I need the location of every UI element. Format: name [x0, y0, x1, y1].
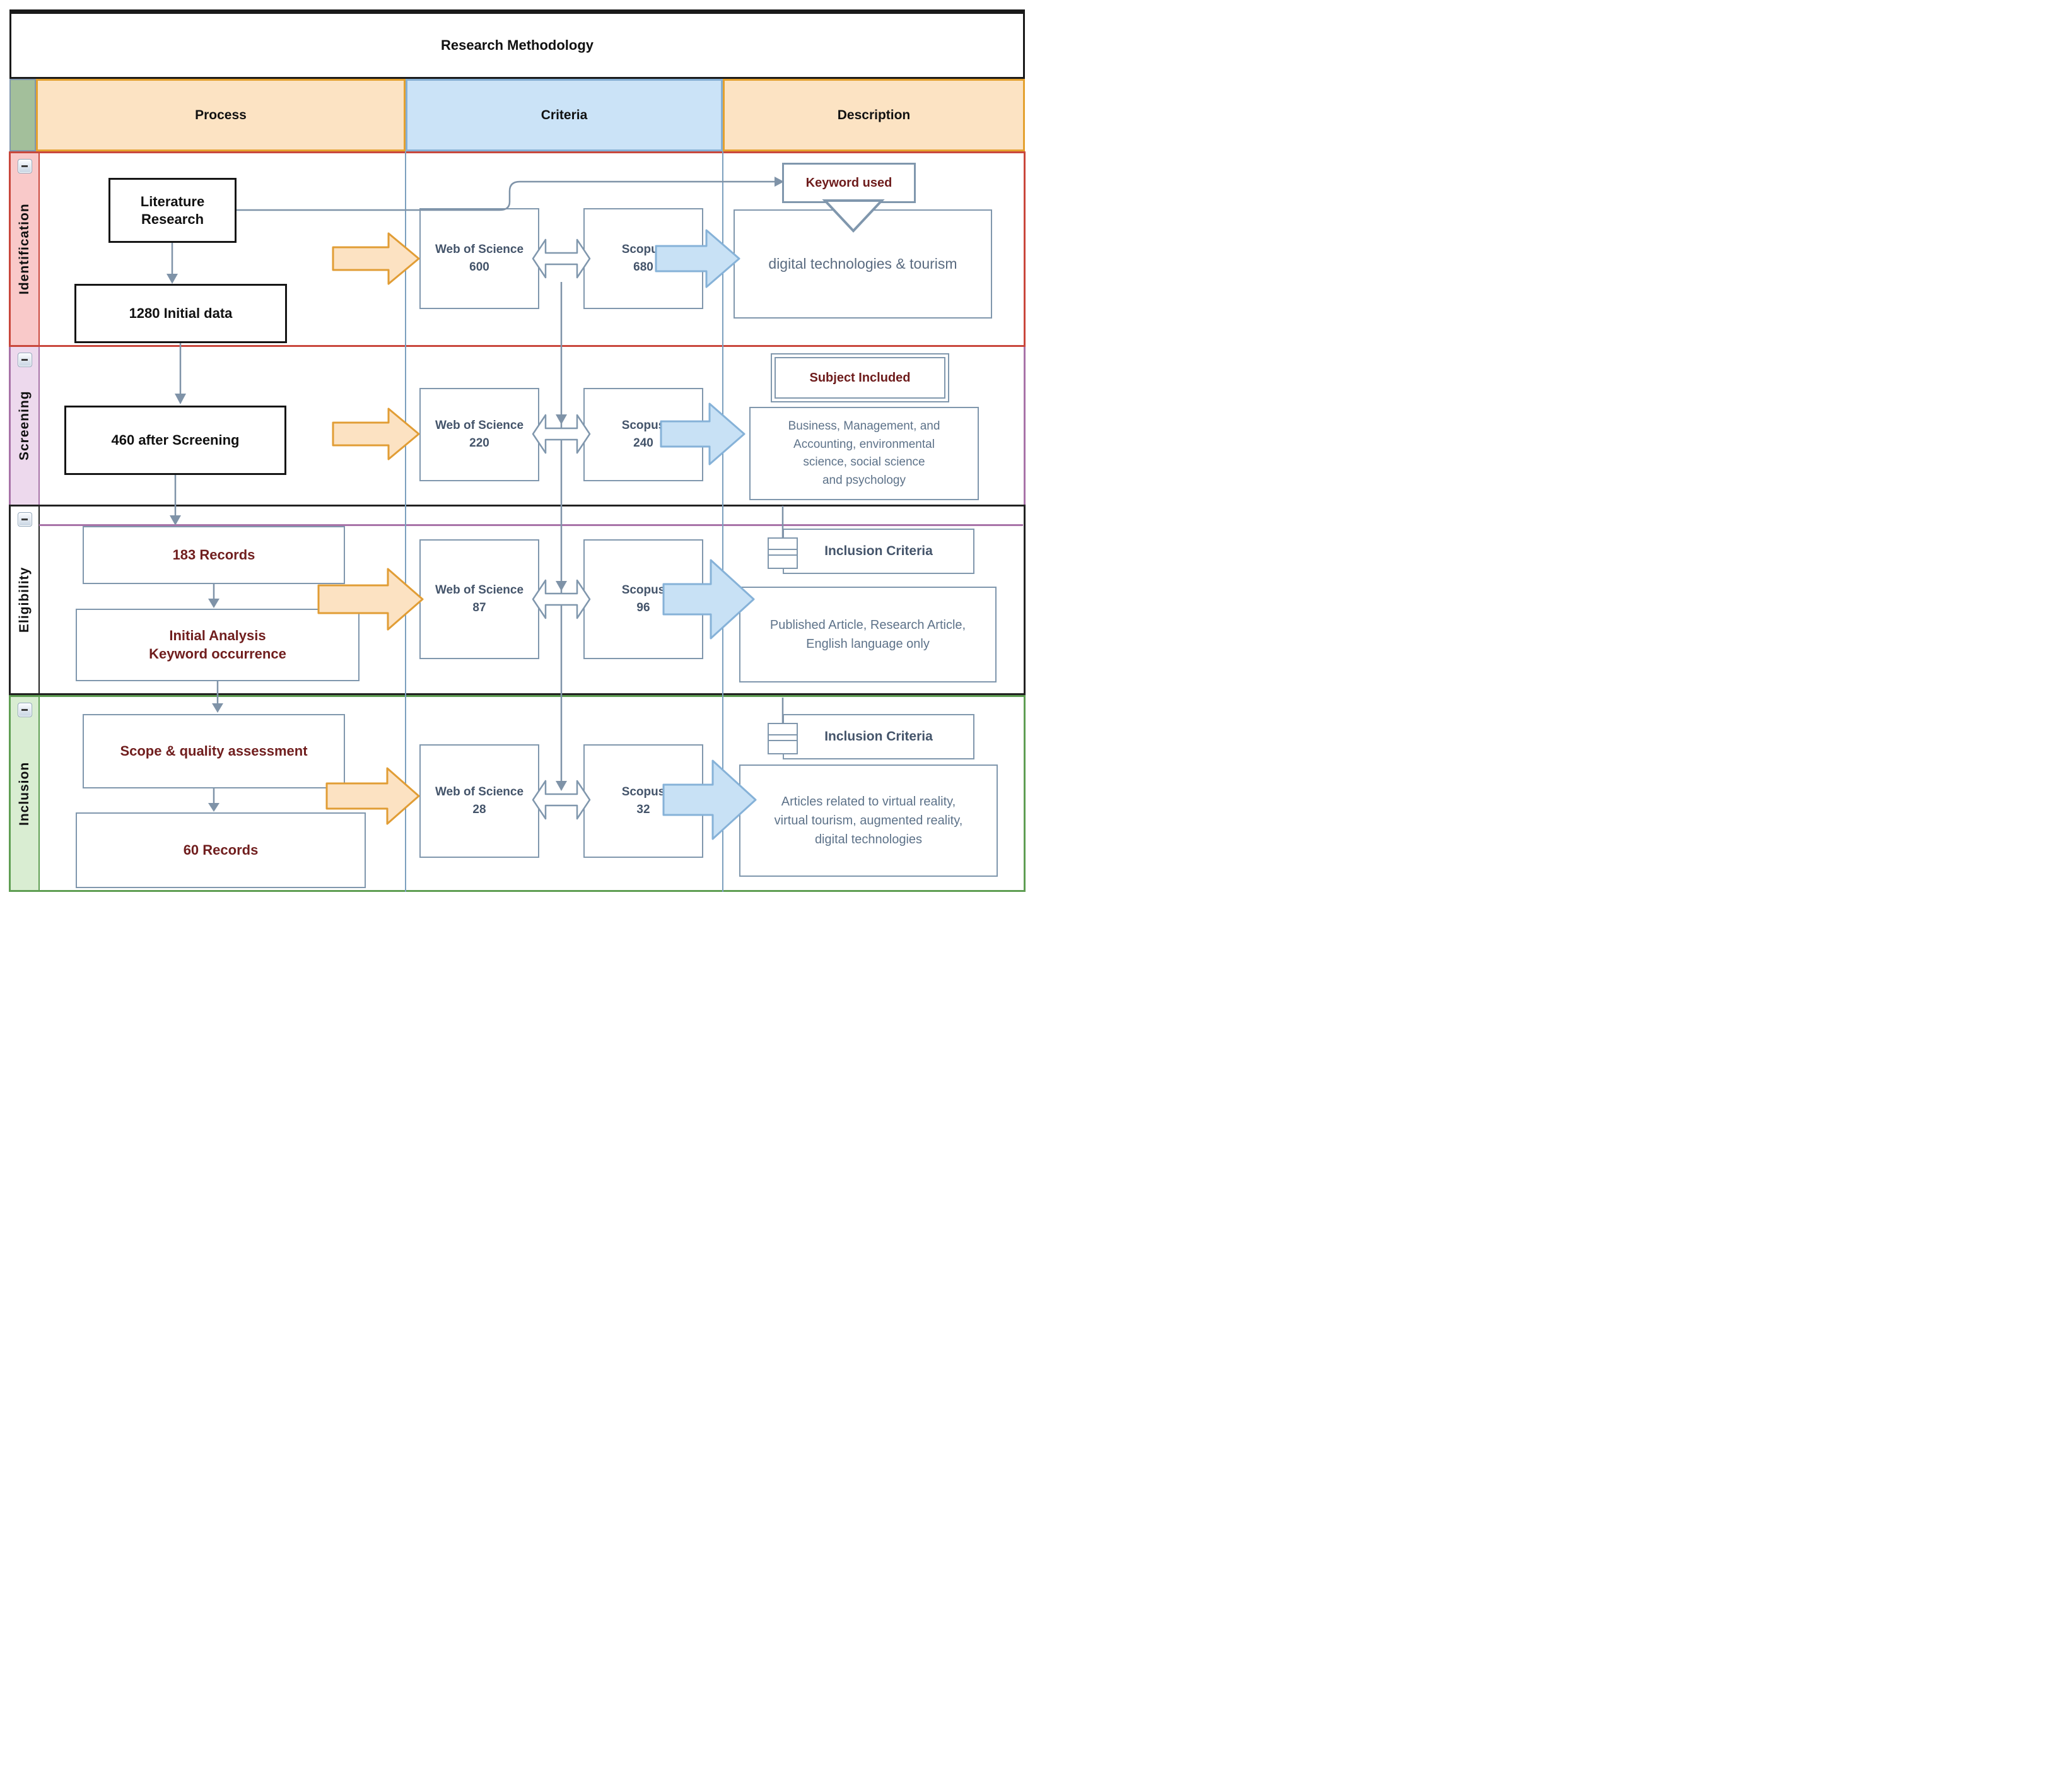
initial-analysis-box: Initial Analysis Keyword occurrence	[76, 609, 360, 681]
criteria-line: virtual tourism, augmented reality,	[774, 814, 963, 828]
wos-box-inclusion: Web of Science 28	[419, 744, 539, 858]
subject-line: science, social science	[803, 455, 925, 469]
keyword-used-label: Keyword used	[805, 175, 892, 190]
subject-line: Business, Management, and	[788, 419, 940, 433]
scopus-box-eligibility: Scopus 96	[583, 539, 703, 659]
inclusion-criteria-box-eligibility: Inclusion Criteria	[783, 529, 974, 574]
band-screening: Screening	[11, 347, 40, 505]
band-eligibility: Eligibility	[11, 507, 40, 693]
subject-description-box: Business, Management, and Accounting, en…	[749, 407, 979, 500]
row-label-screening: Screening	[17, 390, 32, 461]
header-criteria-label: Criteria	[541, 107, 588, 122]
eligibility-criteria-text-box: Published Article, Research Article, Eng…	[739, 587, 997, 682]
header-process: Process	[36, 79, 406, 151]
row-label-identification: Identification	[17, 203, 32, 295]
table-icon	[768, 537, 798, 569]
after-screening-box: 460 after Screening	[64, 406, 286, 475]
title-box: Research Methodology	[9, 9, 1025, 79]
initial-analysis-line1: Initial Analysis	[169, 627, 266, 643]
table-icon	[768, 723, 798, 754]
criteria-line: Articles related to virtual reality,	[781, 795, 956, 809]
wos-box-screening: Web of Science 220	[419, 388, 539, 481]
wos-value: 28	[472, 803, 486, 816]
scope-quality-box: Scope & quality assessment	[83, 714, 345, 788]
wos-box-eligibility: Web of Science 87	[419, 539, 539, 659]
criteria-line: English language only	[806, 637, 930, 651]
scopus-value: 240	[633, 436, 653, 450]
inclusion-criteria-box-inclusion: Inclusion Criteria	[783, 714, 974, 759]
collapse-minus-icon[interactable]	[18, 353, 32, 367]
literature-research-box: Literature Research	[108, 178, 237, 243]
inclusion-criteria-text-box: Articles related to virtual reality, vir…	[739, 764, 998, 877]
band-identification: Identification	[11, 153, 40, 345]
scopus-value: 32	[636, 803, 650, 816]
records-183-label: 183 Records	[172, 546, 255, 563]
row-label-eligibility: Eligibility	[17, 566, 32, 633]
header-criteria: Criteria	[406, 79, 723, 151]
row-label-inclusion: Inclusion	[17, 761, 32, 826]
subject-included-box: Subject Included	[771, 353, 949, 402]
inclusion-criteria-label: Inclusion Criteria	[824, 544, 933, 559]
criteria-line: Published Article, Research Article,	[769, 618, 966, 632]
screening-overlap-divider	[39, 524, 1023, 526]
initial-analysis-line2: Keyword occurrence	[149, 645, 286, 662]
keyword-used-box: Keyword used	[782, 163, 916, 203]
collapse-minus-icon[interactable]	[18, 512, 32, 527]
scopus-name: Scopus	[621, 418, 665, 432]
scopus-value: 680	[633, 261, 653, 274]
criteria-line: digital technologies	[814, 833, 923, 846]
keyword-value-box: digital technologies & tourism	[734, 209, 992, 319]
band-inclusion: Inclusion	[11, 697, 40, 890]
scopus-value: 96	[636, 601, 650, 614]
header-process-label: Process	[195, 107, 247, 122]
subject-line: and psychology	[822, 473, 906, 487]
wos-name: Web of Science	[435, 242, 524, 256]
subject-included-label: Subject Included	[809, 370, 911, 385]
records-60-box: 60 Records	[76, 812, 366, 888]
wos-name: Web of Science	[435, 785, 524, 799]
scopus-box-identification: Scopus 680	[583, 208, 703, 309]
subject-included-inner-frame: Subject Included	[775, 357, 945, 399]
after-screening-label: 460 after Screening	[111, 432, 240, 448]
wos-value: 220	[469, 436, 489, 450]
wos-name: Web of Science	[435, 583, 524, 597]
header-description-label: Description	[837, 107, 911, 122]
literature-research-line1: Literature	[140, 194, 205, 209]
page-title: Research Methodology	[440, 37, 594, 53]
records-183-box: 183 Records	[83, 526, 345, 584]
scopus-name: Scopus	[621, 242, 665, 256]
header-description: Description	[723, 79, 1025, 151]
scopus-name: Scopus	[621, 583, 665, 597]
subject-line: Accounting, environmental	[793, 437, 935, 451]
research-methodology-diagram: Research Methodology Process Criteria De…	[0, 0, 1035, 896]
header-corner-cell	[9, 79, 36, 151]
records-60-label: 60 Records	[183, 841, 259, 858]
wos-name: Web of Science	[435, 418, 524, 432]
inclusion-criteria-label: Inclusion Criteria	[824, 729, 933, 744]
initial-data-box: 1280 Initial data	[74, 284, 287, 343]
collapse-minus-icon[interactable]	[18, 159, 32, 173]
scopus-box-screening: Scopus 240	[583, 388, 703, 481]
collapse-minus-icon[interactable]	[18, 703, 32, 717]
wos-box-identification: Web of Science 600	[419, 208, 539, 309]
scope-quality-label: Scope & quality assessment	[120, 742, 308, 759]
literature-research-line2: Research	[141, 211, 204, 227]
wos-value: 600	[469, 261, 489, 274]
initial-data-label: 1280 Initial data	[129, 305, 233, 322]
scopus-name: Scopus	[621, 785, 665, 799]
keyword-value-text: digital technologies & tourism	[768, 255, 957, 272]
scopus-box-inclusion: Scopus 32	[583, 744, 703, 858]
wos-value: 87	[472, 601, 486, 614]
